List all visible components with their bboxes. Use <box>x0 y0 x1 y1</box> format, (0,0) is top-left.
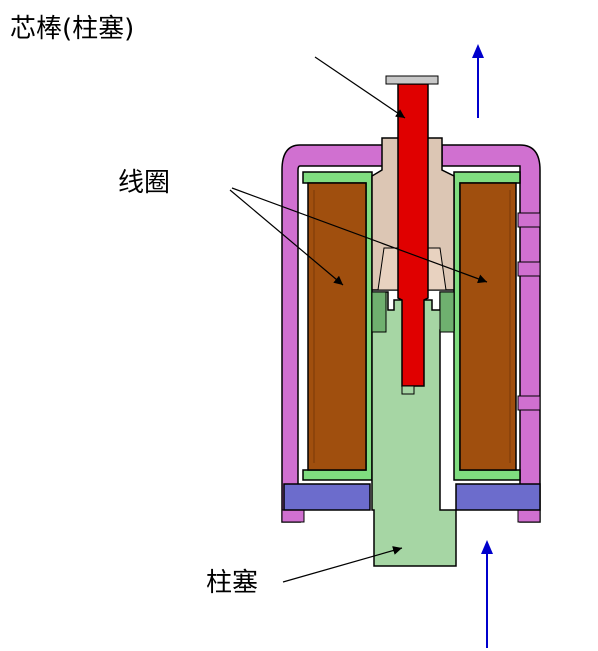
label-coil: 线圈 <box>118 168 171 198</box>
arrow-up-bottom <box>481 540 493 648</box>
label-plunger: 柱塞 <box>206 568 259 598</box>
leader-plunger-bottom <box>282 546 403 583</box>
leader-plunger-top <box>314 56 406 119</box>
plunger-shoulder-left <box>371 291 387 333</box>
housing-slot <box>517 212 541 228</box>
leader-coil-right <box>231 187 488 284</box>
rod-pin <box>385 75 439 85</box>
arrow-up-top <box>472 44 484 118</box>
housing-foot <box>281 509 305 523</box>
housing-slot <box>517 395 541 411</box>
rod <box>397 83 429 387</box>
base-plate-right <box>455 483 541 511</box>
housing-slot <box>517 261 541 277</box>
label-plunger-rod: 芯棒(柱塞) <box>10 14 135 44</box>
coil-right <box>459 182 517 471</box>
leader-coil-left <box>229 189 344 286</box>
coil-left <box>307 182 367 471</box>
base-plate-left <box>283 483 371 511</box>
housing-foot <box>517 509 541 523</box>
plunger-shoulder-right <box>439 291 455 333</box>
rod-tip <box>401 385 415 395</box>
